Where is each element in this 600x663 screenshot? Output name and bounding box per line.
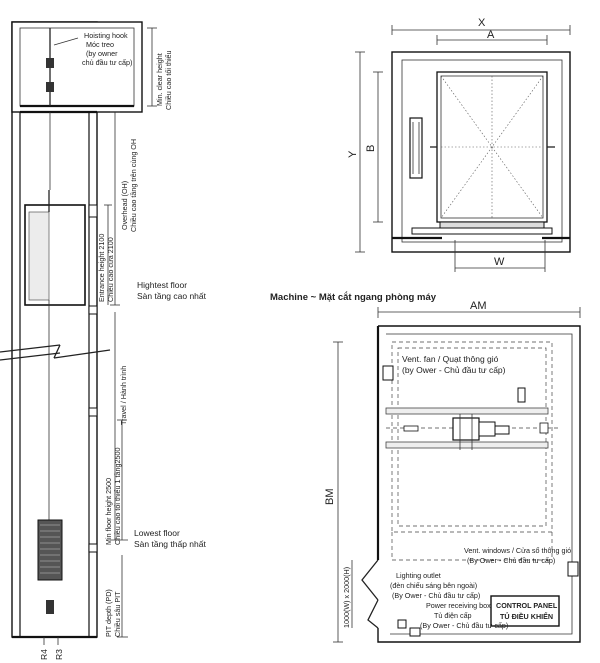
lowest-floor-label-1: Lowest floor: [134, 528, 180, 538]
dimension-bm: BM: [324, 489, 336, 506]
highest-floor-label-2: Sàn tầng cao nhất: [137, 291, 207, 301]
power-box-icon: [409, 627, 421, 637]
hook-label-3: (by owner: [86, 49, 118, 58]
hook-label-2: Móc treo: [86, 40, 114, 49]
control-panel-box: [490, 595, 560, 627]
min-floor-height-label-1: Min floor height 2500: [104, 478, 113, 545]
vent-window-label-2: (By Ower - Chủ đầu tư cấp): [467, 556, 555, 565]
plan-counterweight: [409, 117, 423, 179]
power-box-label-2: Tủ điện cấp: [434, 611, 472, 620]
overhead-label-2: Chiều cao tầng trên cùng OH: [129, 139, 138, 232]
lighting-outlet-icon: [397, 619, 407, 629]
hook-label-4: chủ đầu tư cấp): [82, 58, 132, 67]
machine-room-title: Machine ~ Mặt cắt ngang phòng máy: [270, 291, 437, 303]
min-floor-height-label-2: Chiều cao tối thiểu 1 tầng2500: [113, 447, 122, 545]
dimension-am: AM: [470, 300, 487, 312]
clear-height-label-2: Chiều cao tối thiểu: [164, 50, 173, 110]
r3-label: R3: [54, 649, 64, 660]
dimension-b: B: [365, 145, 377, 152]
lowest-floor-label-2: Sàn tầng thấp nhất: [134, 539, 206, 549]
vent-fan-label-2: (by Ower - Chủ đầu tư cấp): [402, 365, 506, 375]
lighting-label-2: (đèn chiếu sáng bên ngoài): [390, 581, 477, 590]
highest-floor-label-1: Hightest floor: [137, 280, 187, 290]
entrance-height-label-2: Chiều cao cửa 2100: [106, 237, 115, 302]
vent-fan-label-1: Vent. fan / Quạt thông gió: [402, 354, 499, 364]
dimension-y: Y: [347, 150, 359, 158]
dimension-x: X: [478, 17, 486, 29]
control-panel-label-1: CONTROL PANEL: [496, 601, 558, 610]
vent-fan-icon: [382, 365, 394, 381]
hoistway-plan: X A Y B W: [347, 17, 571, 272]
r4-label: R4: [39, 649, 49, 660]
counterweight: [37, 519, 63, 581]
power-box-label-3: (By Ower - Chủ đầu tư cấp): [420, 621, 508, 630]
pit-depth-label-2: Chiều sâu PIT: [113, 591, 122, 637]
lighting-label-3: (By Ower - Chủ đầu tư cấp): [392, 591, 480, 600]
vent-window-icon: [567, 561, 579, 577]
machine-room-plan: Machine ~ Mặt cắt ngang phòng máy: [270, 291, 581, 643]
hoistway-section: Hoisting hook Móc treo (by owner chủ đầu…: [0, 21, 207, 660]
traction-machine: [452, 417, 480, 441]
entrance-height-label-1: Entrance height 2100: [97, 234, 106, 302]
door-dimension-label: 1000(W) x 2000(H): [342, 567, 351, 628]
pit-depth-label-1: PIT depth (PD): [104, 589, 113, 637]
hook-label-1: Hoisting hook: [84, 31, 128, 40]
overhead-label-1: Overhead (OH): [120, 181, 129, 230]
dimension-a: A: [487, 29, 495, 41]
machine-room-box: [11, 21, 143, 113]
dimension-w: W: [494, 256, 505, 268]
clear-height-label-1: Min. clear height: [155, 53, 164, 106]
travel-label: Travel / Hành trình: [119, 366, 128, 425]
power-box-label-1: Power receiving box: [426, 601, 491, 610]
vent-window-label-1: Vent. windows / Cửa sổ thông gió: [464, 546, 571, 555]
control-panel-label-2: TỦ ĐIỀU KHIỂN: [500, 611, 553, 621]
lighting-label-1: Lighting outlet: [396, 571, 441, 580]
